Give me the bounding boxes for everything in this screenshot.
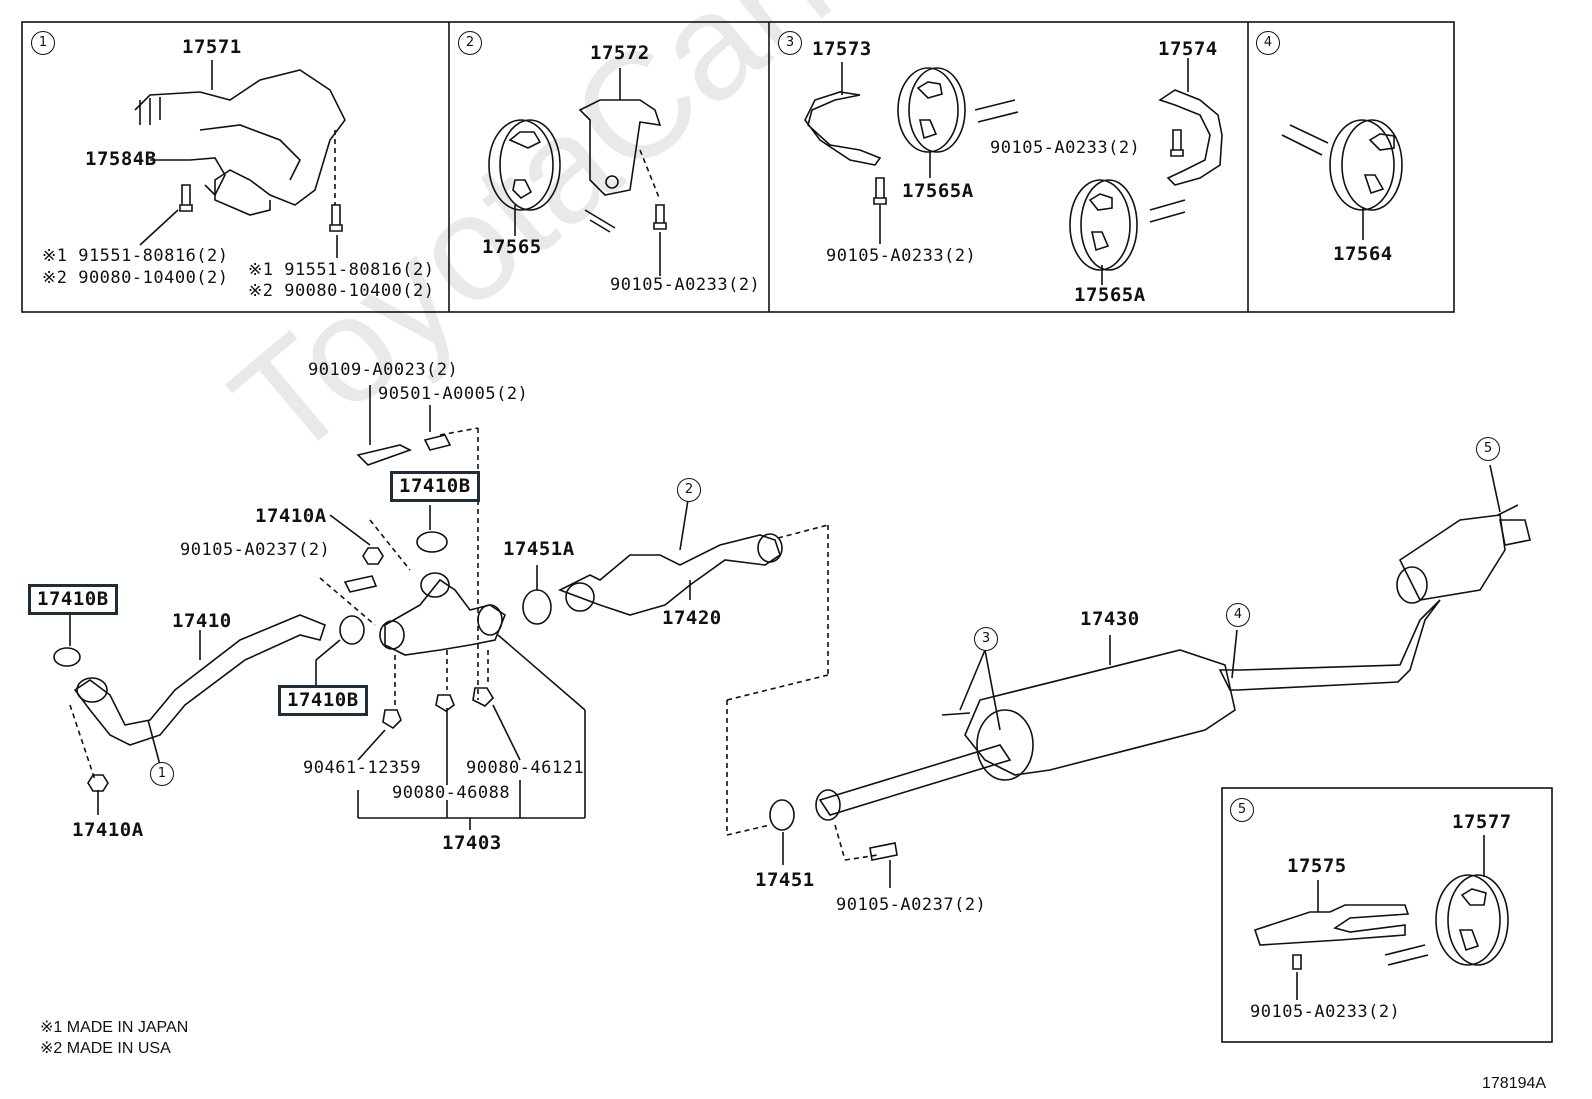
- center-muffler-17430-label: 17430: [1080, 608, 1140, 630]
- bracket-17571-shape: [134, 60, 346, 258]
- gasket-17410b-top-label[interactable]: 17410B: [390, 471, 480, 502]
- part-17574-label: 17574: [1158, 38, 1218, 60]
- panel-number-1: 1: [31, 31, 55, 55]
- bolt-90105-a0237-front-label: 90105-A0237(2): [180, 540, 331, 560]
- bolt-90105-a0237-rear-label: 90105-A0237(2): [836, 895, 987, 915]
- center-muffler-17430-shape: [769, 464, 1531, 888]
- part-17565a-label-1: 17565A: [902, 180, 974, 202]
- gasket-17451a-label: 17451A: [503, 538, 575, 560]
- bolt-90105-a0233-p2-label: 90105-A0233(2): [610, 275, 761, 295]
- figure-id: 178194A: [1482, 1075, 1547, 1092]
- clamp-90080-46121-label: 90080-46121: [466, 758, 585, 778]
- hanger-17574-shape: [1069, 58, 1223, 285]
- hanger-17572-shape: [488, 68, 667, 276]
- front-pipe-17410-label: 17410: [172, 610, 232, 632]
- part-17573-label: 17573: [812, 38, 872, 60]
- front-pipe-17410-shape: [53, 614, 326, 815]
- bolt-90109-a0023-label: 90109-A0023(2): [308, 360, 459, 380]
- detail-panel-5-frame: [1221, 787, 1553, 1043]
- detail-panel-frame: [21, 21, 1455, 313]
- flex-pipe-17403-shape: [357, 572, 586, 830]
- callout-1[interactable]: 1: [150, 762, 174, 786]
- origin-note-2: ※2 MADE IN USA: [40, 1040, 171, 1057]
- assembly-17403-label: 17403: [442, 832, 502, 854]
- hanger-17573-shape: [804, 62, 1019, 244]
- catalytic-converter-17420-label: 17420: [662, 607, 722, 629]
- bolt-note-left-1: ※1 91551-80816(2): [42, 246, 229, 266]
- callout-2[interactable]: 2: [677, 478, 701, 502]
- clamp-90080-46088-label: 90080-46088: [392, 783, 511, 803]
- callout-5[interactable]: 5: [1476, 437, 1500, 461]
- bolt-90105-a0233-p3a-label: 90105-A0233(2): [826, 246, 977, 266]
- nut-17410a-bottom-label: 17410A: [72, 819, 144, 841]
- panel-number-5: 5: [1230, 798, 1254, 822]
- bolt-note-right-1: ※1 91551-80816(2): [248, 260, 435, 280]
- part-17577-label: 17577: [1452, 811, 1512, 833]
- hanger-17575-shape: [1253, 835, 1509, 1000]
- origin-note-1: ※1 MADE IN JAPAN: [40, 1019, 189, 1036]
- part-17565a-label-2: 17565A: [1074, 284, 1146, 306]
- hanger-17564-shape: [1281, 119, 1403, 240]
- part-17572-label: 17572: [590, 42, 650, 64]
- panel-number-3: 3: [778, 31, 802, 55]
- part-17571-label: 17571: [182, 36, 242, 58]
- panel-number-2: 2: [458, 31, 482, 55]
- bolt-90105-a0233-p3b-label: 90105-A0233(2): [990, 138, 1141, 158]
- gasket-17410b-left-label[interactable]: 17410B: [28, 584, 118, 615]
- part-17564-label: 17564: [1333, 243, 1393, 265]
- part-17565-label: 17565: [482, 236, 542, 258]
- bolt-note-left-2: ※2 90080-10400(2): [42, 268, 229, 288]
- nut-17410a-top-label: 17410A: [255, 505, 327, 527]
- part-17575-label: 17575: [1287, 855, 1347, 877]
- gasket-17410b-mid-label[interactable]: 17410B: [278, 685, 368, 716]
- part-17584b-label: 17584B: [85, 148, 157, 170]
- bolt-90105-a0233-p5-label: 90105-A0233(2): [1250, 1002, 1401, 1022]
- clamp-90461-12359-label: 90461-12359: [303, 758, 422, 778]
- callout-4[interactable]: 4: [1226, 603, 1250, 627]
- spring-90501-a0005-label: 90501-A0005(2): [378, 384, 529, 404]
- bolt-note-right-2: ※2 90080-10400(2): [248, 281, 435, 301]
- panel-number-4: 4: [1256, 31, 1280, 55]
- flange-bolts-shape: [315, 385, 479, 700]
- gasket-17451-label: 17451: [755, 869, 815, 891]
- callout-3[interactable]: 3: [974, 627, 998, 651]
- catalytic-converter-17420-shape: [522, 499, 829, 836]
